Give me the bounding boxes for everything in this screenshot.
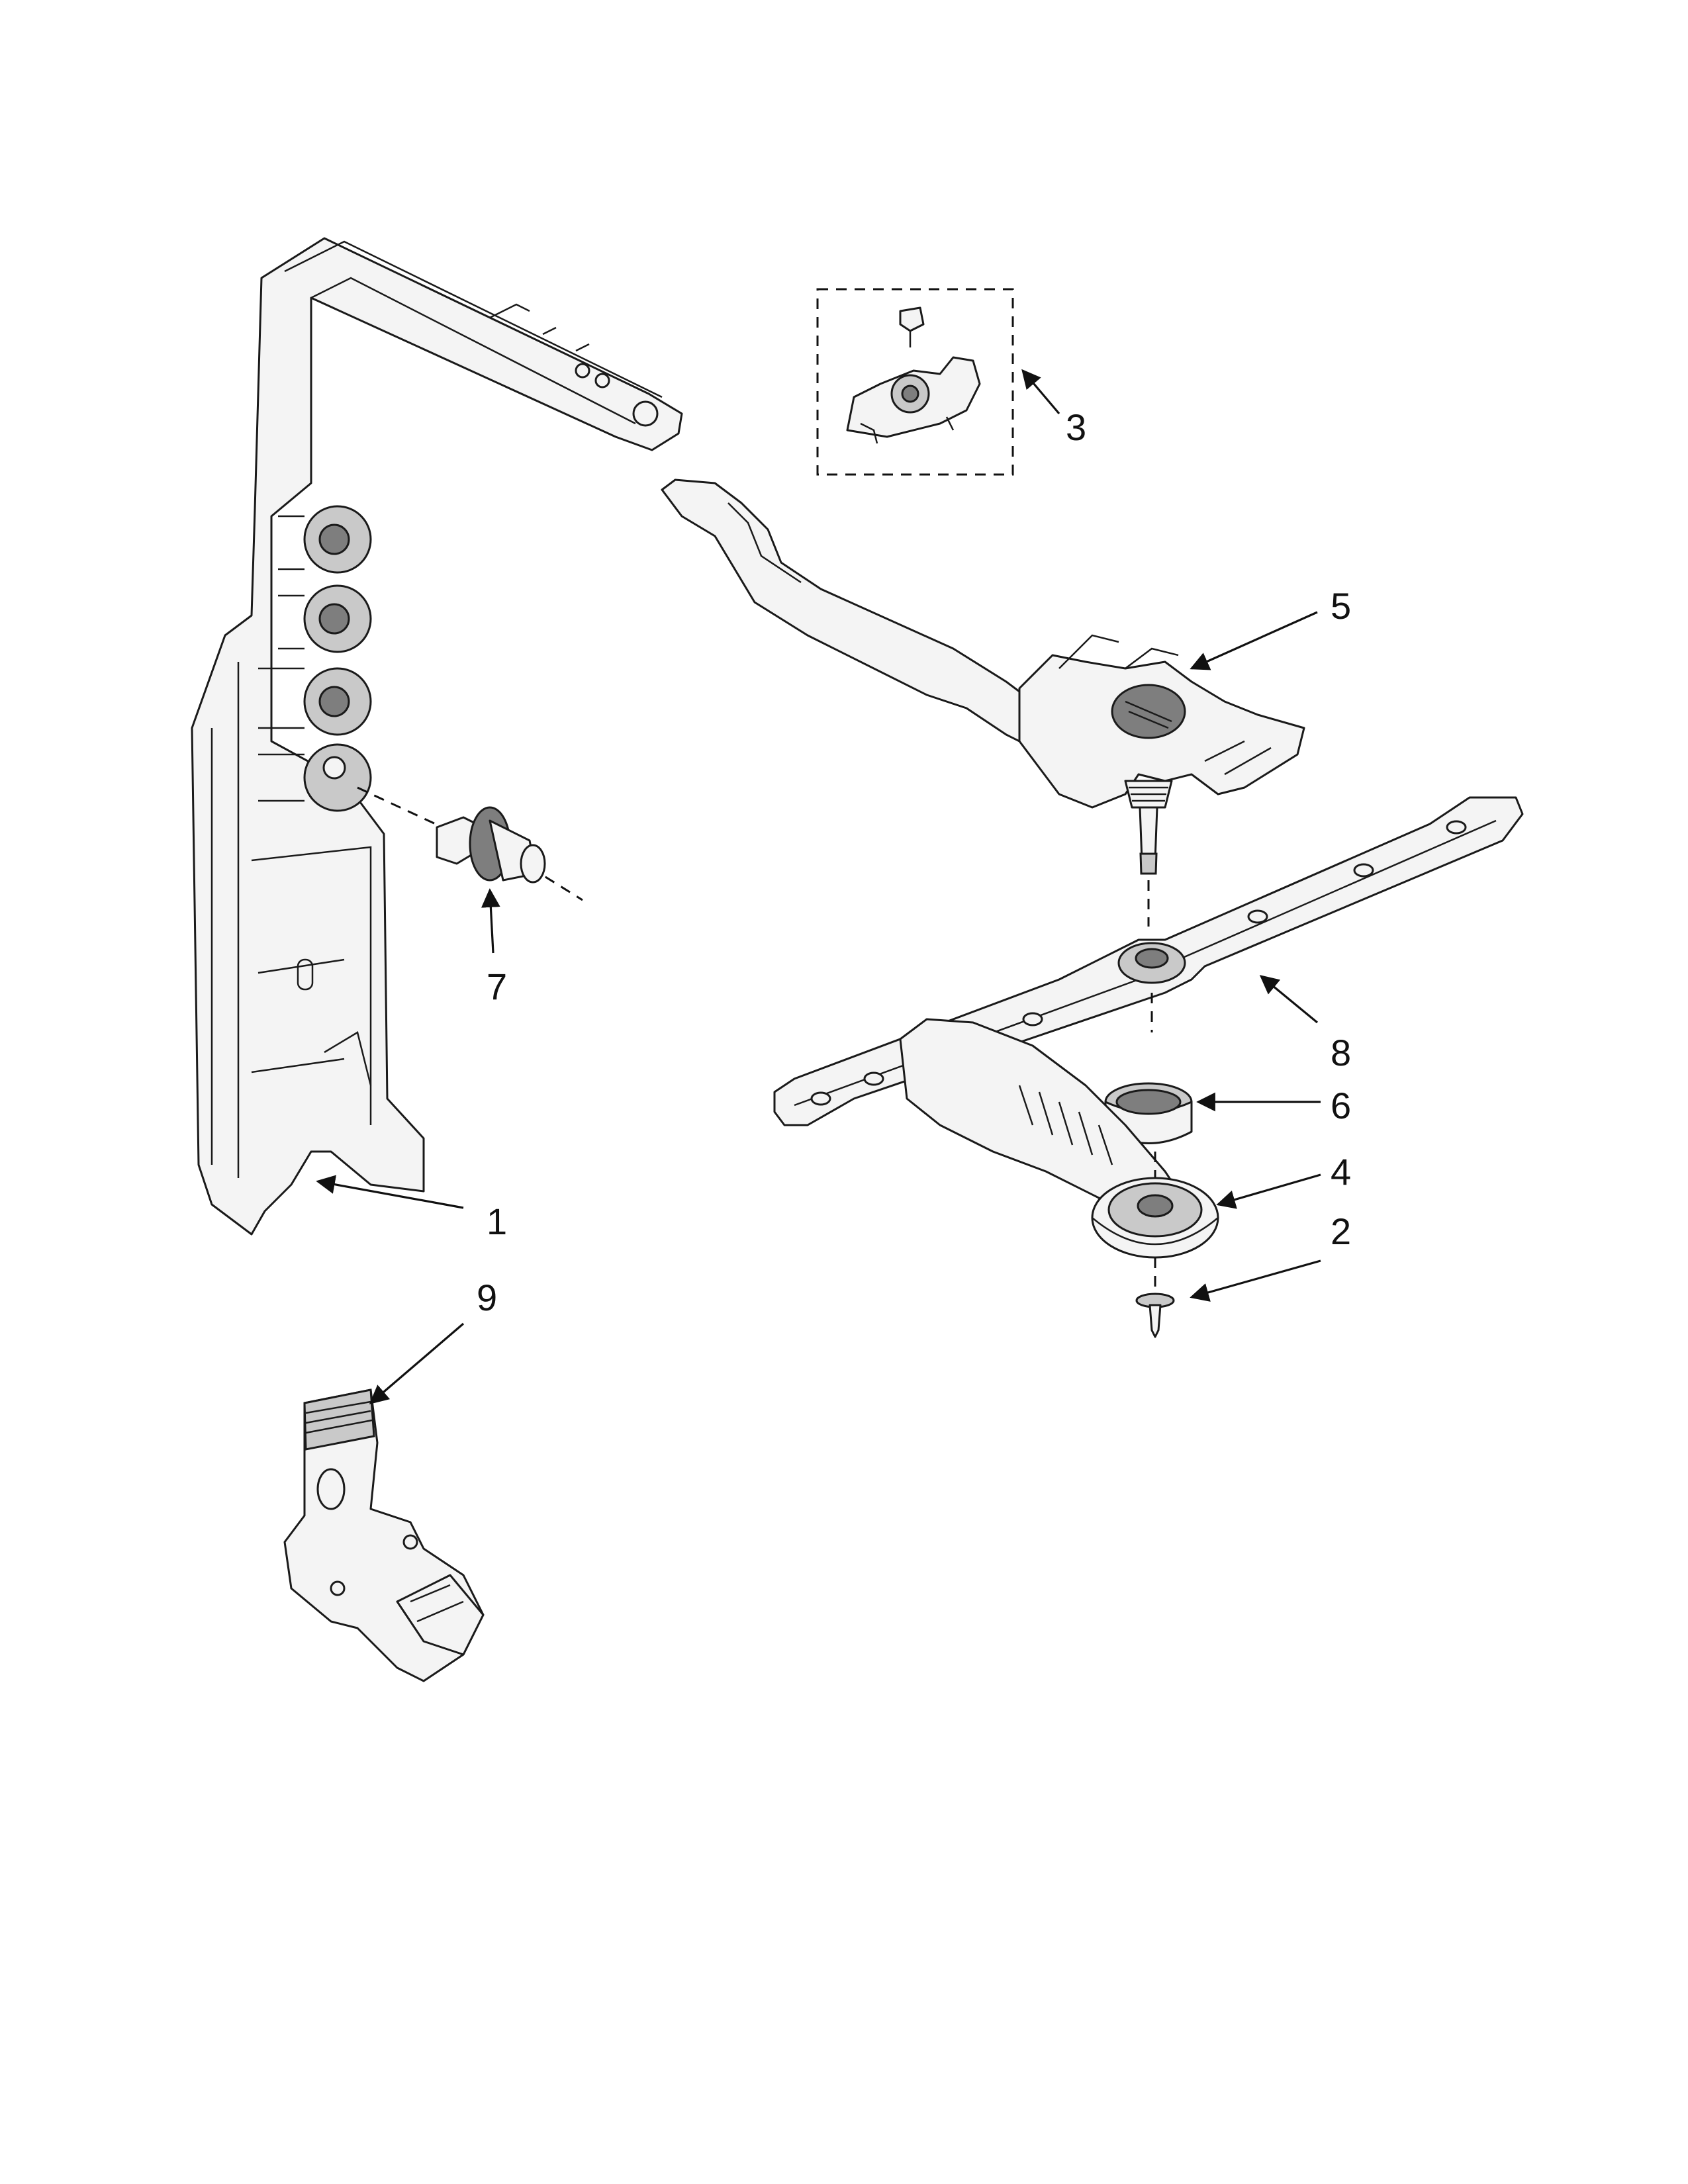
callout-3: 3 [1066,406,1086,448]
callout-2: 2 [1331,1210,1351,1252]
part-2-screw [1135,1257,1175,1338]
callout-1: 1 [487,1201,507,1242]
callout-7: 7 [487,966,507,1007]
callout-4: 4 [1331,1151,1351,1193]
callout-6: 6 [1331,1085,1351,1126]
callout-9: 9 [477,1277,497,1318]
leader-lines [316,369,1321,1404]
part-3-kit [816,288,1014,476]
callout-5: 5 [1331,585,1351,627]
part-4-bearing-hose [899,1018,1219,1259]
part-1-manifold [191,237,683,1236]
part-9-clip [283,1388,485,1682]
part-7-valve [357,786,583,901]
callout-8: 8 [1331,1032,1351,1073]
part-5-upper-conduit [661,478,1305,875]
part-6-seal-ring [1104,1082,1193,1144]
callout-labels: 1 2 3 4 5 6 7 8 9 [477,406,1351,1318]
manifold-valve-bosses [258,505,372,812]
